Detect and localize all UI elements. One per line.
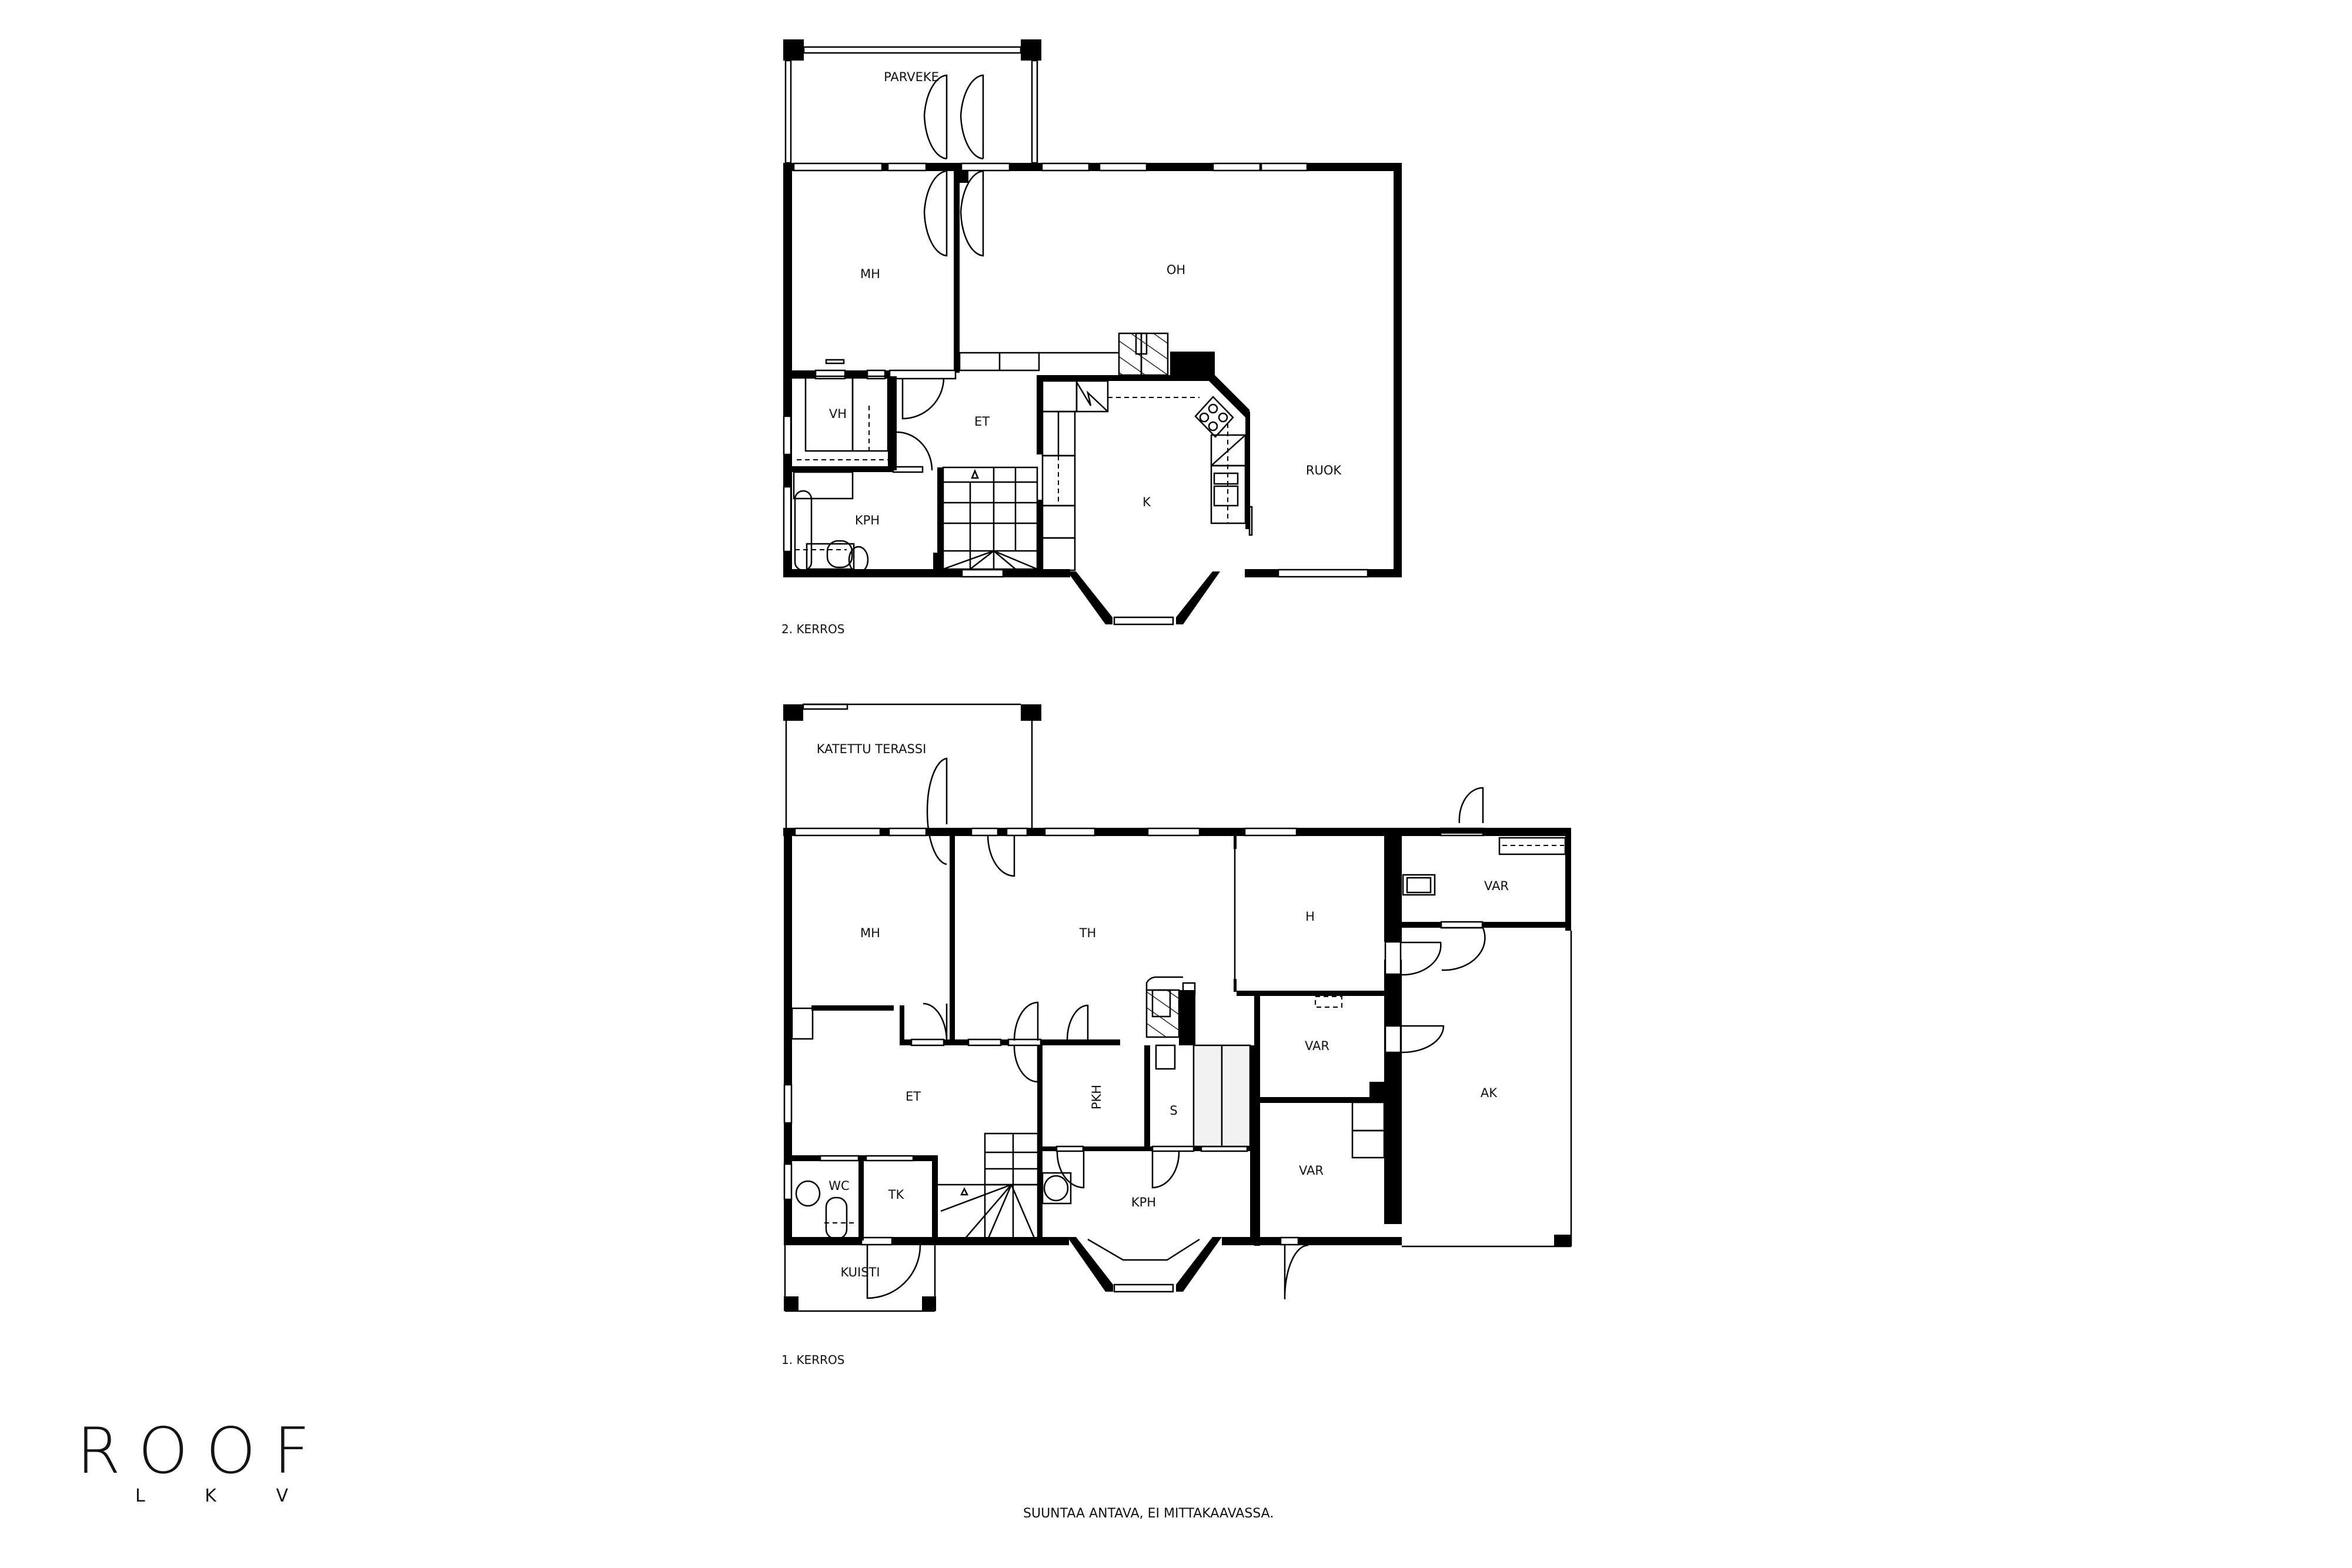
room-label-pkh: PKH (1090, 1085, 1104, 1109)
room-label-mh-upper: MH (860, 267, 880, 281)
room-label-var-top: VAR (1484, 879, 1509, 893)
room-label-var-low: VAR (1299, 1164, 1324, 1178)
room-label-tk: TK (888, 1188, 905, 1202)
logo-sub-v: V (276, 1486, 288, 1506)
room-label-et-upper: ET (974, 414, 990, 429)
room-label-th: TH (1079, 926, 1097, 940)
lower-floor (783, 703, 1572, 1312)
roof-lkv-logo: ROOF L K V (76, 1415, 370, 1507)
room-label-mh-lower: MH (860, 926, 880, 940)
room-label-var-mid: VAR (1305, 1039, 1329, 1053)
room-label-kuisti: KUISTI (840, 1265, 880, 1279)
room-label-oh: OH (1167, 263, 1185, 277)
floor-label-upper: 2. KERROS (781, 622, 844, 636)
floor-label-lower: 1. KERROS (781, 1353, 844, 1367)
logo-subtitle: L K V (135, 1486, 288, 1506)
room-label-kph-lower: KPH (1131, 1195, 1156, 1209)
room-label-k: K (1142, 495, 1151, 509)
logo-sub-k: K (205, 1486, 216, 1506)
upper-stairs (942, 466, 1038, 570)
kitchen-bay-window (1067, 571, 1220, 626)
room-label-et-lower: ET (906, 1089, 921, 1104)
scale-disclaimer: SUUNTAA ANTAVA, EI MITTAKAAVASSA. (1023, 1506, 1274, 1521)
room-label-vh: VH (829, 407, 847, 421)
balcony-parveke (783, 39, 1041, 164)
bathroom-bay-window (1067, 1237, 1222, 1293)
room-label-parveke: PARVEKE (884, 70, 939, 84)
logo-wordmark: ROOF (76, 1415, 328, 1488)
lower-stairs (938, 1132, 1039, 1241)
room-label-s: S (1170, 1104, 1177, 1118)
room-label-ruok: RUOK (1306, 463, 1342, 477)
upper-floor (783, 39, 1402, 626)
covered-terrace (783, 703, 1041, 828)
porch-kuisti (784, 1245, 936, 1312)
room-label-wc: WC (828, 1179, 849, 1193)
room-label-kph-upper: KPH (855, 513, 880, 527)
room-label-katettu-terassi: KATETTU TERASSI (817, 742, 927, 756)
room-label-ak: AK (1481, 1086, 1498, 1100)
room-label-h: H (1305, 910, 1315, 924)
logo-sub-l: L (135, 1486, 145, 1506)
